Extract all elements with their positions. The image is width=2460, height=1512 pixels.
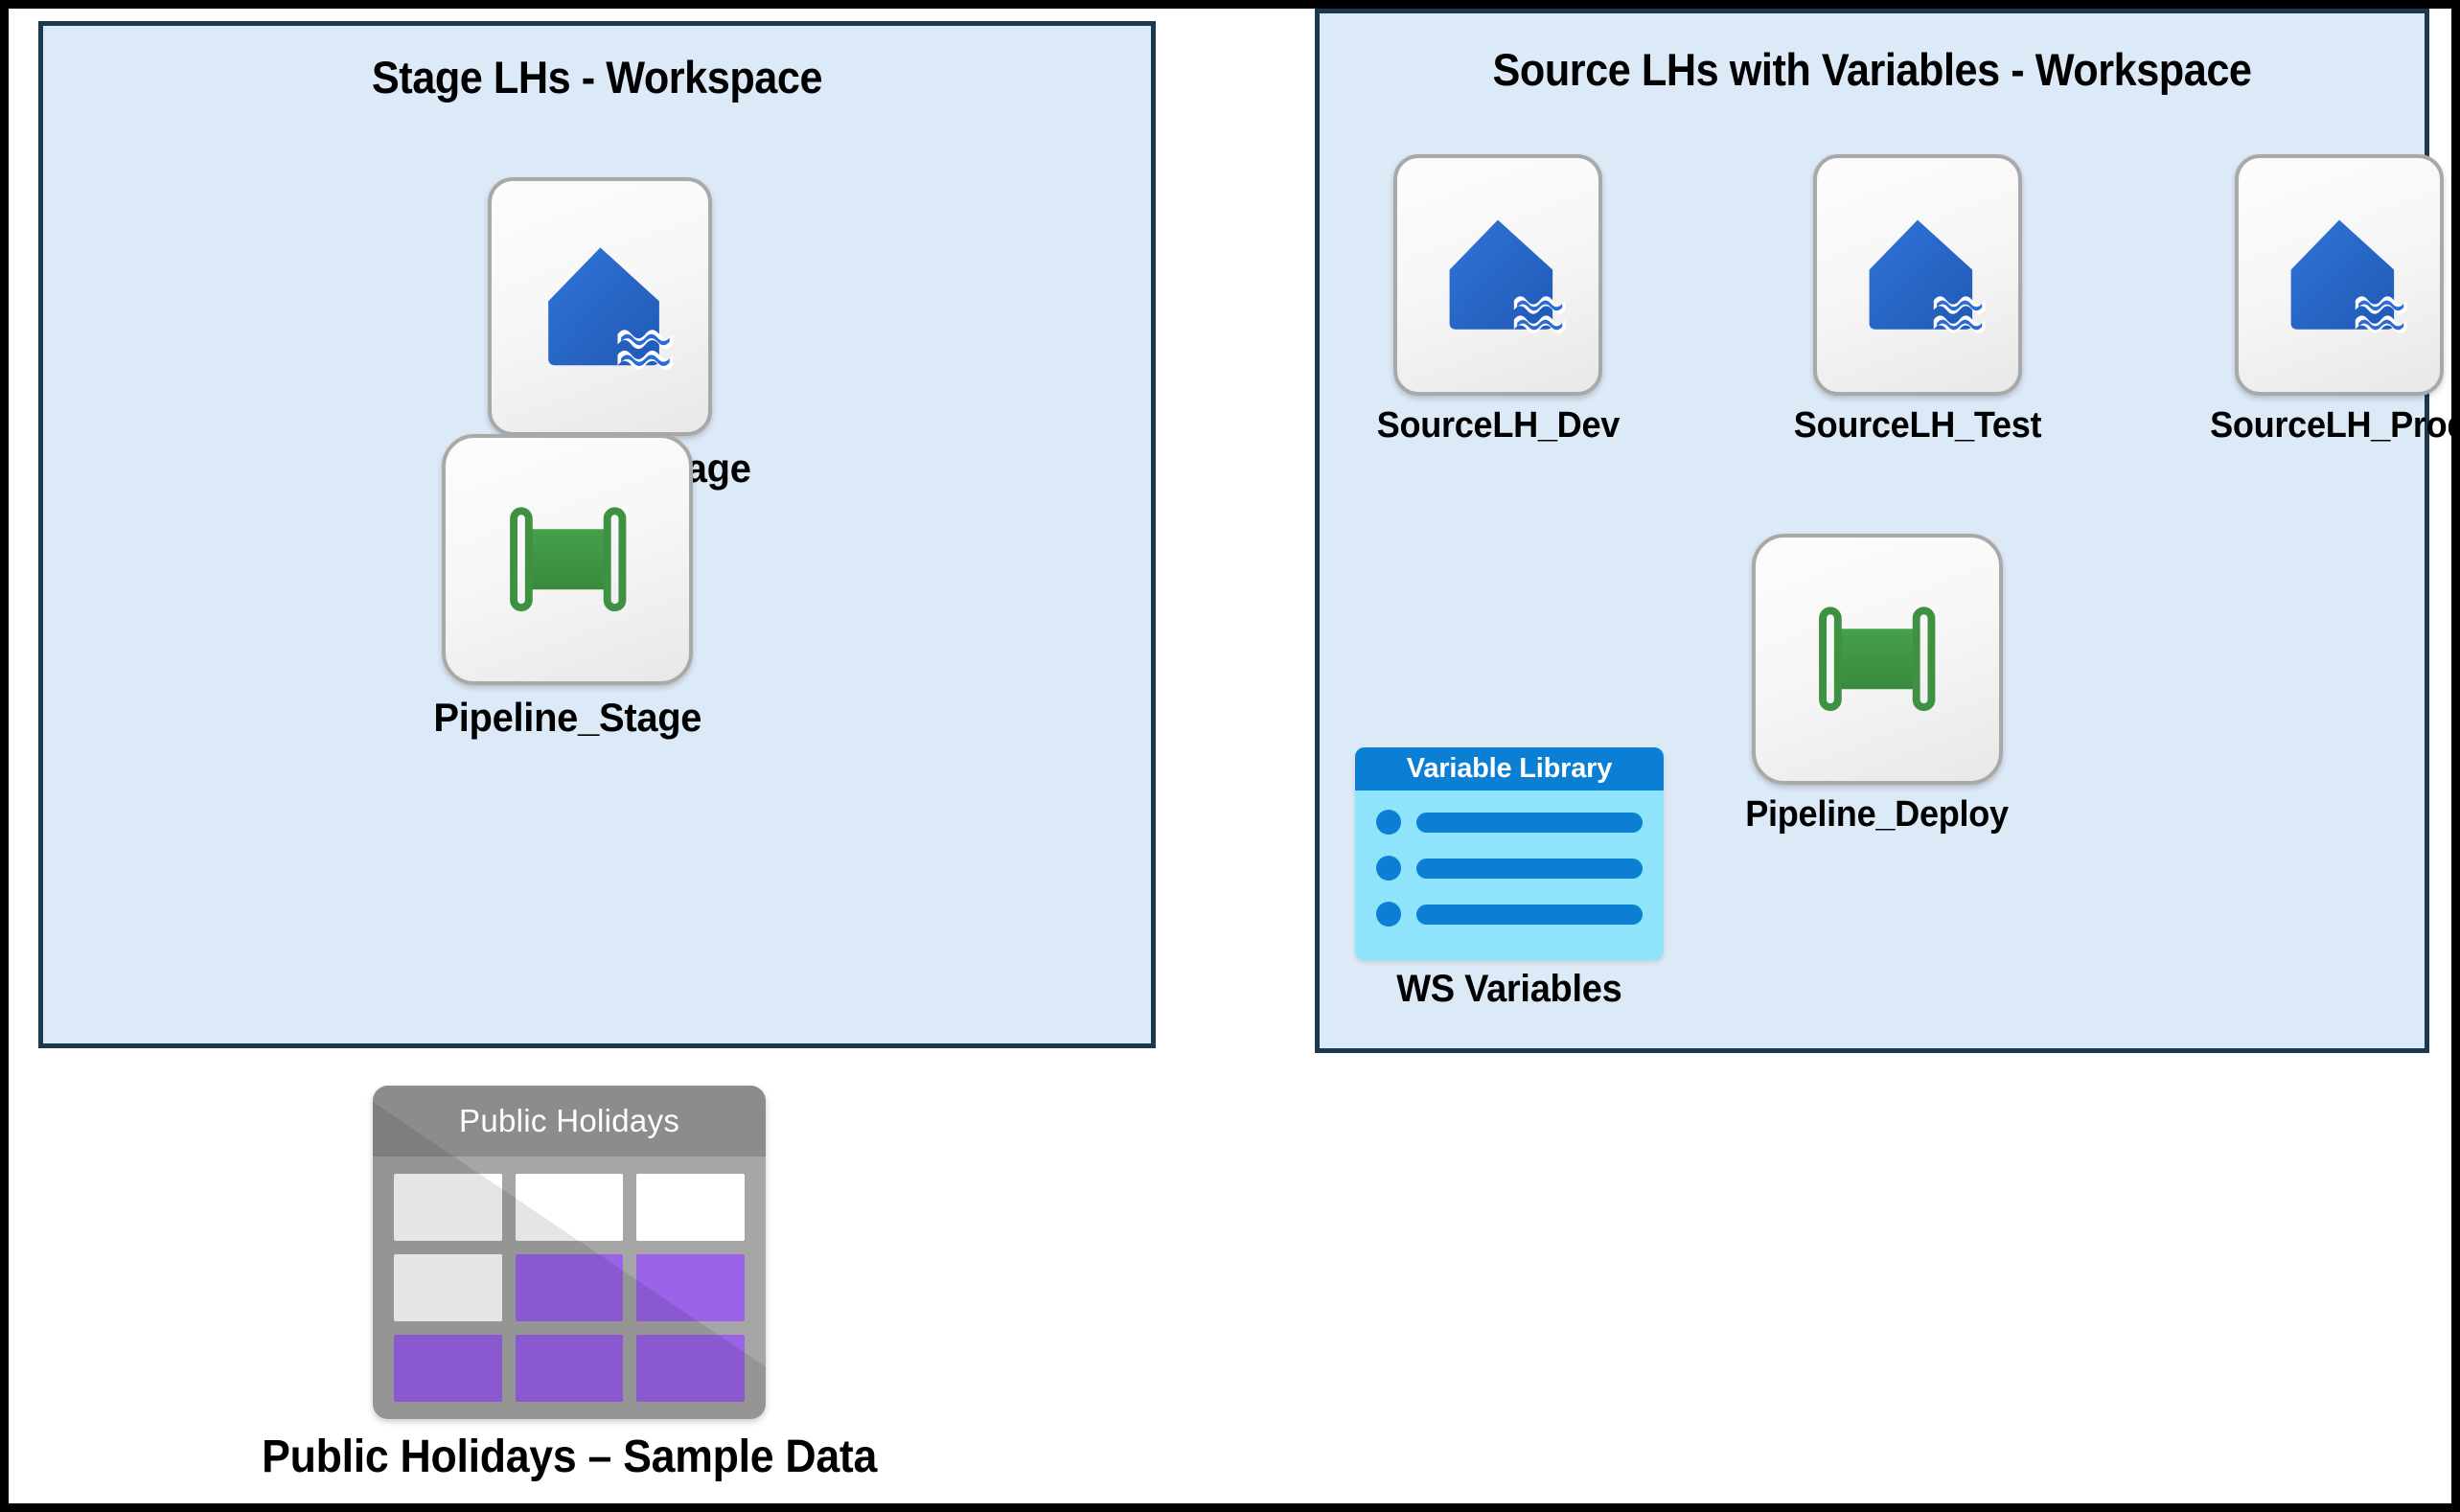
item-pipeline-stage[interactable]: Pipeline_Stage xyxy=(426,434,709,741)
pipeline-icon xyxy=(1818,607,1936,712)
item-pipeline-deploy[interactable]: Pipeline_Deploy xyxy=(1738,534,2015,836)
lakehouse-icon xyxy=(547,247,673,370)
table-card-title: Public Holidays xyxy=(373,1086,767,1157)
bullet-icon xyxy=(1376,902,1401,927)
variable-library-icon[interactable]: Variable Library xyxy=(1355,747,1664,960)
item-public-holidays[interactable]: Public Holidays Public Holidays – Sample… xyxy=(239,1086,900,1483)
table-cell xyxy=(636,1254,746,1321)
table-cell xyxy=(394,1254,502,1321)
variable-bar xyxy=(1416,812,1643,833)
item-label-pipeline-stage: Pipeline_Stage xyxy=(433,695,702,740)
variable-library-row xyxy=(1376,856,1643,881)
item-label-sourcelh-prod: SourceLH_Prod xyxy=(2210,405,2460,446)
table-grid xyxy=(394,1174,746,1402)
table-cell xyxy=(394,1174,502,1241)
table-cell xyxy=(636,1335,746,1402)
lakehouse-tile[interactable] xyxy=(1813,154,2023,396)
variable-bar xyxy=(1416,858,1643,879)
pipeline-tile[interactable] xyxy=(442,434,694,685)
panel-title-source: Source LHs with Variables - Workspace xyxy=(1492,44,2252,95)
table-cell xyxy=(515,1254,624,1321)
item-ws-variables[interactable]: Variable Library WS Variables xyxy=(1355,747,1664,1011)
item-sourcelh-dev[interactable]: SourceLH_Dev xyxy=(1370,154,1626,447)
variable-library-card-title: Variable Library xyxy=(1355,747,1664,790)
lakehouse-icon xyxy=(1869,219,1986,334)
bullet-icon xyxy=(1376,856,1401,881)
table-icon[interactable]: Public Holidays xyxy=(373,1086,767,1419)
item-sourcelh-prod[interactable]: SourceLH_Prod xyxy=(2203,154,2460,447)
item-sourcelh-test[interactable]: SourceLH_Test xyxy=(1787,154,2048,447)
variable-library-row xyxy=(1376,902,1643,927)
panel-title-stage: Stage LHs - Workspace xyxy=(371,52,823,103)
lakehouse-tile[interactable] xyxy=(487,177,712,436)
variable-library-row xyxy=(1376,810,1643,835)
workspace-panel-stage: Stage LHs - Workspace xyxy=(38,21,1156,1048)
table-cell xyxy=(636,1174,746,1241)
item-label-ws-variables: WS Variables xyxy=(1396,968,1622,1010)
lakehouse-icon xyxy=(2290,219,2407,334)
lakehouse-tile[interactable] xyxy=(1393,154,1603,396)
lakehouse-icon xyxy=(1449,219,1566,334)
item-label-public-holidays: Public Holidays – Sample Data xyxy=(262,1432,878,1482)
item-label-sourcelh-test: SourceLH_Test xyxy=(1793,405,2042,446)
pipeline-tile[interactable] xyxy=(1751,534,2003,785)
table-cell xyxy=(394,1335,502,1402)
bullet-icon xyxy=(1376,810,1401,835)
table-cell xyxy=(515,1335,624,1402)
variable-library-rows xyxy=(1355,790,1664,927)
lakehouse-tile[interactable] xyxy=(2234,154,2444,396)
item-label-sourcelh-dev: SourceLH_Dev xyxy=(1376,405,1621,446)
table-cell xyxy=(515,1174,624,1241)
pipeline-icon xyxy=(509,507,626,612)
item-label-pipeline-deploy: Pipeline_Deploy xyxy=(1745,794,2009,835)
variable-bar xyxy=(1416,904,1643,925)
